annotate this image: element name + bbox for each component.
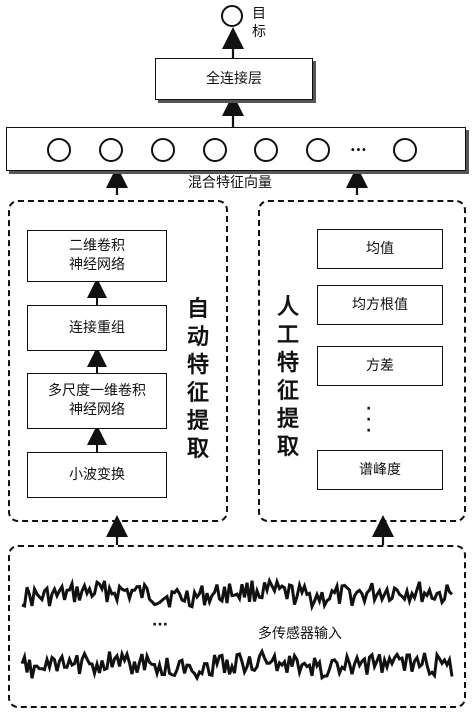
feature-rms: 均方根值 — [317, 285, 443, 325]
neuron-node — [99, 138, 123, 162]
sensor-signal-2 — [20, 647, 454, 682]
feature-spectral-kurtosis: 谱峰度 — [317, 450, 443, 490]
feature-variance: 方差 — [317, 346, 443, 386]
title-char: 提 — [186, 409, 209, 434]
sensor-input-panel — [8, 545, 466, 708]
title-char: 征 — [276, 379, 299, 404]
neuron-node — [47, 138, 71, 162]
title-char: 取 — [186, 437, 209, 462]
auto-feature-panel — [8, 200, 228, 522]
step-2d-cnn: 二维卷积 神经网络 — [27, 230, 167, 282]
manual-feature-panel — [258, 200, 466, 522]
target-label: 目 标 — [252, 6, 266, 40]
title-char: 自 — [186, 297, 209, 322]
title-char: 特 — [186, 353, 209, 378]
neuron-node — [203, 138, 227, 162]
title-char: 动 — [186, 325, 209, 350]
fc-layer-label: 全连接层 — [206, 70, 262, 87]
sensor-input-label: 多传感器输入 — [258, 626, 342, 642]
auto-feature-title: 自动特征提取 — [185, 296, 211, 464]
neuron-node — [393, 138, 417, 162]
title-char: 提 — [276, 407, 299, 432]
step-multiscale-1d-cnn: 多尺度一维卷积 神经网络 — [27, 373, 167, 429]
title-char: 取 — [276, 435, 299, 460]
input-ellipsis: ··· — [152, 617, 168, 633]
step-concat-regroup: 连接重组 — [27, 305, 167, 351]
target-node — [221, 5, 243, 27]
feature-ellipsis: · · · — [366, 401, 372, 439]
feature-mean: 均值 — [317, 229, 443, 269]
title-char: 人 — [276, 295, 299, 320]
neuron-node — [254, 138, 278, 162]
title-char: 征 — [186, 381, 209, 406]
title-char: 工 — [276, 323, 299, 348]
hybrid-vector-label: 混合特征向量 — [188, 175, 272, 191]
neuron-ellipsis: ··· — [350, 140, 367, 159]
sensor-signal-1 — [21, 576, 454, 612]
fully-connected-layer: 全连接层 — [155, 58, 313, 100]
title-char: 特 — [276, 351, 299, 376]
manual-feature-title: 人工特征提取 — [275, 294, 301, 462]
neuron-node — [151, 138, 175, 162]
neuron-node — [306, 138, 330, 162]
step-wavelet-transform: 小波变换 — [27, 452, 167, 498]
hybrid-feature-vector: ··· — [6, 127, 466, 171]
